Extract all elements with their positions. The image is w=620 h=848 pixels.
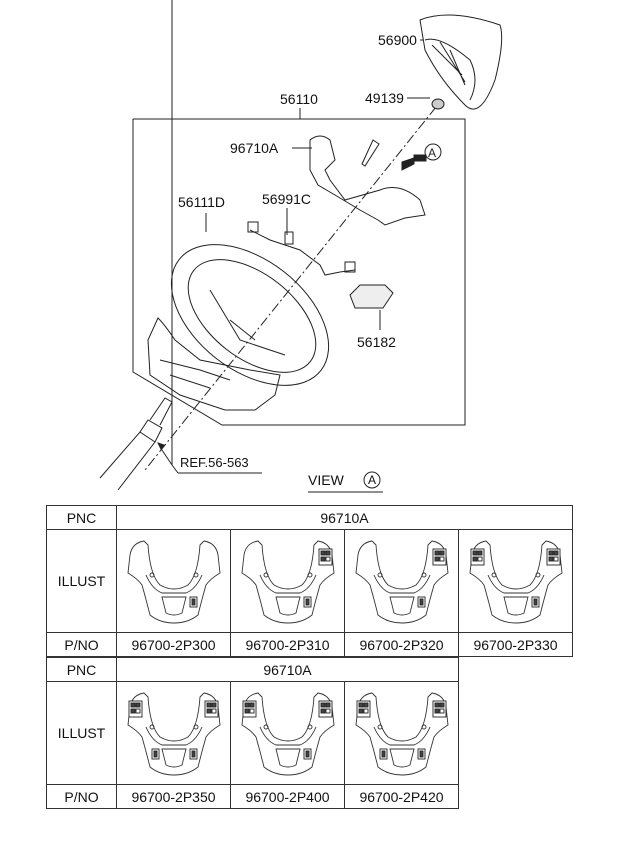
switch-cluster [546,548,560,566]
extension-wire [249,229,356,276]
switch-cluster [356,700,370,718]
callout-96710a: 96710A [230,140,279,156]
bezel-outline [127,540,220,624]
part-number: 96700-2P420 [344,784,459,809]
callout-49139: 49139 [365,90,404,106]
part-number: 96700-2P350 [116,784,231,809]
part-number: 96700-2P310 [230,632,345,657]
callout-56110: 56110 [280,91,318,107]
switch-cluster [432,548,446,566]
small-switch [417,748,425,760]
pnc-value: 96710A [116,505,573,530]
svg-text:A: A [428,146,436,160]
bezel-part [309,135,426,226]
switch-cluster [204,700,218,718]
small-switch [151,748,159,760]
illust-header: ILLUST [46,681,117,785]
illust-cell [344,529,459,633]
assembly-frame [132,118,466,426]
switch-cluster [128,700,142,718]
small-switch [303,596,311,608]
callout-56991c: 56991C [262,191,312,207]
part-number: 96700-2P300 [116,632,231,657]
illust-cell [344,681,459,785]
exploded-parts-diagram: A [99,0,503,493]
small-switch [189,748,197,760]
switch-cluster [432,700,446,718]
callout-reference: REF.56-563 [180,455,249,470]
callout-56111d: 56111D [178,194,225,210]
view-label: VIEW [308,472,344,488]
pno-header: P/NO [46,784,117,809]
switch-cluster [318,700,332,718]
small-switch [189,596,197,608]
pnc-value: 96710A [116,657,459,682]
small-switch [379,748,387,760]
airbag-module [419,14,503,110]
pnc-header: PNC [46,505,117,530]
steering-column [99,397,173,491]
part-number: 96700-2P320 [344,632,459,657]
steering-wheel [170,244,330,386]
pnc-header: PNC [46,657,117,682]
switch-cluster [470,548,484,566]
small-switch [303,748,311,760]
illust-cell [230,681,345,785]
pno-header: P/NO [46,632,117,657]
view-arrow [401,154,427,171]
illust-header: ILLUST [46,529,117,633]
illust-cell [458,529,573,633]
switch-cluster [318,548,332,566]
illust-cell [116,681,231,785]
illust-cell [230,529,345,633]
switch-cluster [242,700,256,718]
callout-56900: 56900 [378,32,417,48]
illust-cell [116,529,231,633]
part-number: 96700-2P400 [230,784,345,809]
small-switch [417,596,425,608]
nut [431,98,445,110]
view-marker: A [368,473,377,487]
callout-56182: 56182 [357,334,396,350]
small-switch [531,596,539,608]
damper [349,284,394,309]
lower-cover [147,317,281,411]
part-number: 96700-2P330 [458,632,573,657]
